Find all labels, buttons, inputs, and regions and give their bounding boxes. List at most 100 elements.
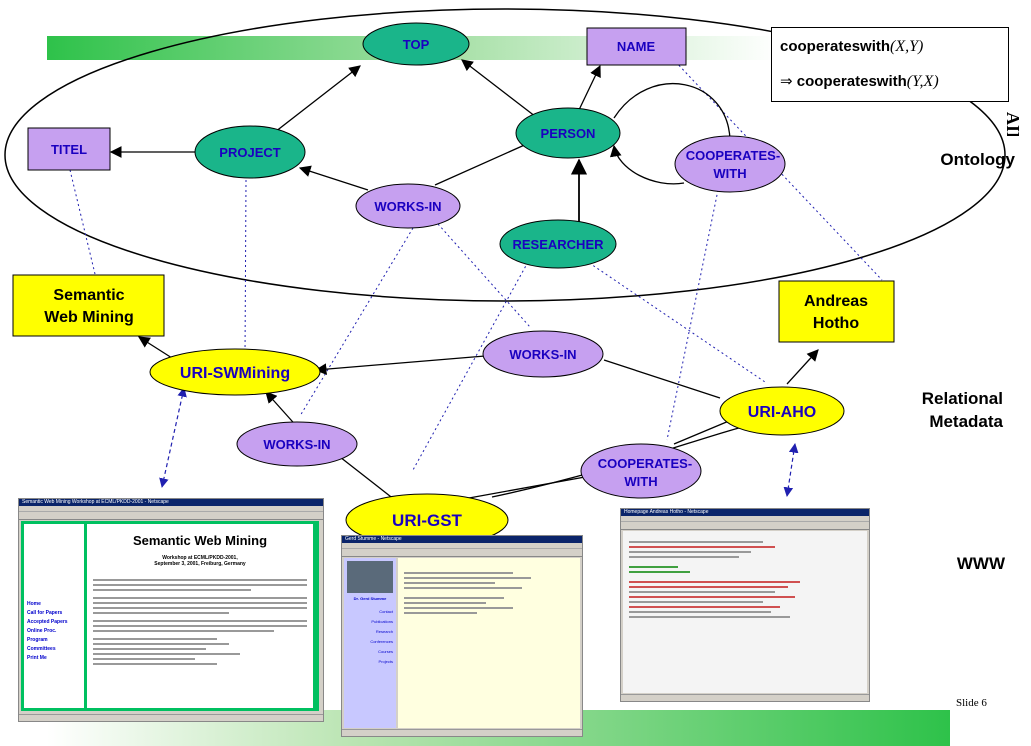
concept-project: PROJECT	[194, 125, 306, 179]
swm-nav-accepted[interactable]: Accepted Papers	[27, 619, 68, 625]
gst-portrait	[347, 561, 393, 593]
edge-worksin-project	[298, 165, 369, 191]
swm-content-area: Semantic Web Mining Workshop at ECML/PKD…	[87, 524, 313, 708]
www-link-swm	[159, 387, 187, 488]
concept-researcher: RESEARCHER	[499, 219, 617, 269]
gst-content	[398, 558, 580, 728]
axiom-args-1: (X,Y)	[890, 38, 924, 55]
axiom-args-2: (Y,X)	[906, 73, 939, 90]
swm-nav-cfp[interactable]: Call for Papers	[27, 610, 63, 616]
attribute-name: NAME	[586, 27, 687, 66]
aho-window-title: Homepage Andreas Hotho - Netscape	[621, 509, 869, 516]
implies-symbol: ⇒	[780, 73, 793, 90]
swm-subheading-2: September 3, 2001, Freiburg, Germany	[154, 561, 246, 567]
dotted-titel-link	[69, 169, 96, 275]
attribute-name-label: NAME	[617, 39, 656, 54]
property-works-in-label: WORKS-IN	[374, 199, 441, 214]
dotted-researcher-link-2	[584, 259, 766, 383]
axiom-line-2: ⇒ cooperateswith(Y,X)	[780, 72, 939, 91]
gst-nav-projects[interactable]: Projects	[378, 659, 393, 664]
concept-project-label: PROJECT	[219, 145, 280, 160]
swm-page-body: Semantic Web Mining Workshop at ECML/PKD…	[21, 521, 319, 711]
dotted-project-link	[244, 179, 247, 357]
relational-metadata-label: Relational Metadata	[870, 387, 1003, 433]
aifb-wordmark: AIFB	[1003, 112, 1023, 136]
edge-person-name	[577, 64, 601, 113]
property-cooperates-with: COOPERATES- WITH	[674, 135, 786, 193]
swm-nav-list: Home Call for Papers Accepted Papers Onl…	[27, 600, 68, 663]
edge-person-worksin	[434, 142, 530, 186]
swm-address-bar	[19, 512, 323, 520]
concept-person-label: PERSON	[541, 126, 596, 141]
dotted-coop-link	[666, 189, 719, 441]
literal-swm-line1: Semantic	[53, 287, 124, 304]
gst-nav-courses[interactable]: Courses	[378, 649, 393, 654]
swm-menubar	[19, 506, 323, 512]
edge-swmining-literal	[138, 336, 173, 359]
literal-semantic-web-mining: Semantic Web Mining	[12, 274, 165, 337]
aho-menubar	[621, 516, 869, 522]
gst-nav-publications[interactable]: Publications	[371, 619, 393, 624]
swm-statusbar	[19, 714, 323, 721]
axiom-pred-2: cooperateswith	[796, 73, 907, 90]
www-link-aho	[783, 443, 799, 497]
axiom-pred-1: cooperateswith	[780, 38, 891, 55]
www-layer-label: WWW	[956, 554, 1005, 573]
swm-nav-print[interactable]: Print Me	[27, 655, 47, 661]
instance-uri-swmining-label: URI-SWMining	[180, 365, 290, 382]
instance-uri-aho-label: URI-AHO	[748, 404, 816, 421]
gst-nav-research[interactable]: Research	[375, 629, 393, 634]
property-works-in: WORKS-IN	[355, 183, 461, 229]
relational-label-line2: Metadata	[929, 412, 1003, 431]
concept-researcher-label: RESEARCHER	[512, 237, 604, 252]
metadata-coop-label-2: WITH	[624, 474, 657, 489]
metadata-works-in-b-label: WORKS-IN	[263, 437, 330, 452]
ontology-layer-label: Ontology	[940, 150, 1015, 169]
swm-nav: Home Call for Papers Accepted Papers Onl…	[24, 524, 84, 708]
edge-worksin-a-swmining	[314, 355, 486, 375]
gst-window-title: Gerd Stumme - Netscape	[342, 536, 582, 543]
concept-top: TOP	[362, 22, 470, 66]
edge-aho-literal	[786, 349, 819, 385]
edge-coop-person-arc	[609, 144, 685, 185]
concept-top-label: TOP	[403, 37, 430, 52]
swm-subheading-1: Workshop at ECML/PKDD-2001,	[162, 555, 238, 561]
swm-nav-committees[interactable]: Committees	[27, 646, 56, 652]
swm-text-block	[87, 579, 313, 665]
ontology-ellipse	[4, 8, 1006, 302]
swm-nav-proc[interactable]: Online Proc.	[27, 628, 57, 634]
instance-uri-gst-label: URI-GST	[392, 511, 463, 530]
axiom-box: cooperateswith(X,Y) ⇒ cooperateswith(Y,X…	[771, 27, 1009, 102]
ontology-edges	[109, 59, 731, 222]
edge-aho-worksin-a	[603, 359, 721, 399]
attribute-titel: TITEL	[27, 127, 111, 171]
swm-nav-program[interactable]: Program	[27, 637, 48, 643]
swm-page-screenshot: Semantic Web Mining Workshop at ECML/PKD…	[18, 498, 324, 722]
literal-aho-line2: Hotho	[813, 315, 859, 332]
instance-uri-aho: URI-AHO	[719, 386, 845, 436]
metadata-coop-label-1: COOPERATES-	[598, 456, 692, 471]
dotted-worksin-link-1	[299, 227, 414, 417]
relational-label-line1: Relational	[921, 389, 1003, 408]
slide-number: Slide 6	[956, 697, 987, 709]
literal-aho-line1: Andreas	[804, 293, 868, 310]
literal-andreas-hotho: Andreas Hotho	[778, 280, 895, 343]
edge-gst-coop	[457, 474, 597, 501]
edge-gst-worksin-b	[339, 456, 396, 501]
metadata-works-in-b: WORKS-IN	[236, 421, 358, 467]
instance-uri-swmining: URI-SWMining	[149, 348, 321, 396]
metadata-cooperates-with: COOPERATES- WITH	[580, 443, 702, 499]
gst-nav-conferences[interactable]: Conferences	[370, 639, 393, 644]
gst-page-screenshot: Gerd Stumme - Netscape Dr. Gerd Stumme C…	[341, 535, 583, 737]
swm-heading: Semantic Web Mining	[132, 533, 268, 548]
property-cooperates-label-2: WITH	[713, 166, 746, 181]
aho-content	[623, 531, 867, 693]
axiom-line-1: cooperateswith(X,Y)	[780, 38, 923, 56]
www-links	[159, 387, 799, 497]
edge-person-top	[461, 59, 541, 121]
edge-project-top	[274, 65, 361, 133]
metadata-works-in-a-label: WORKS-IN	[509, 347, 576, 362]
gst-nav-contact[interactable]: Contact	[379, 609, 393, 614]
metadata-works-in-a: WORKS-IN	[482, 330, 604, 378]
swm-nav-home[interactable]: Home	[27, 601, 41, 607]
